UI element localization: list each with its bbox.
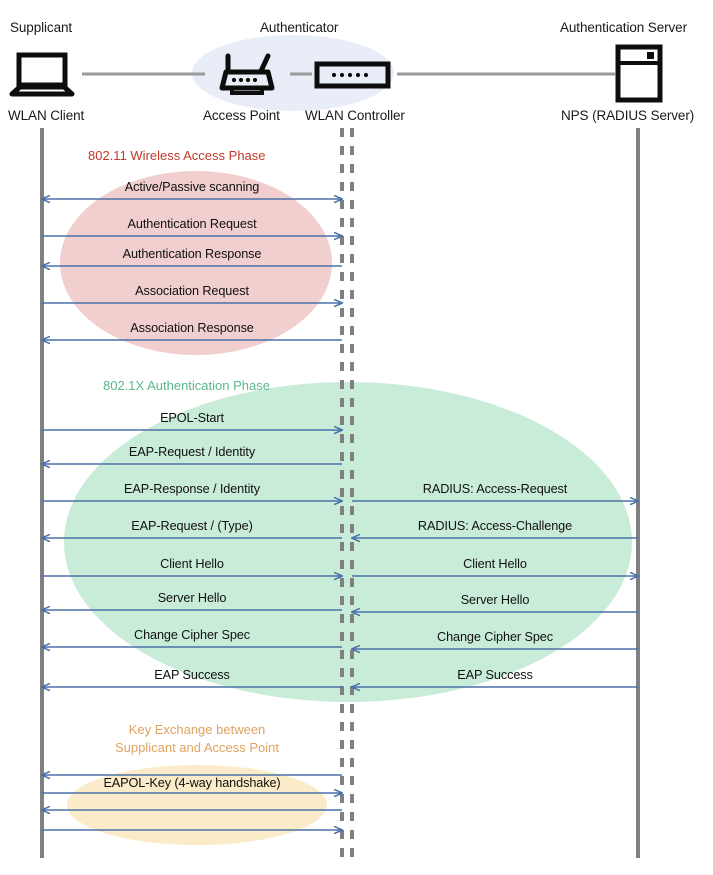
phase-ellipse-80211 bbox=[60, 171, 332, 355]
role-label-supplicant: Supplicant bbox=[10, 20, 73, 35]
phase-title-key-exchange-line1: Key Exchange between bbox=[128, 722, 266, 737]
wlan-controller-icon bbox=[314, 61, 391, 89]
msg-authentication-response-label: Authentication Response bbox=[122, 247, 262, 261]
phase-title-key-exchange: Key Exchange between Supplicant and Acce… bbox=[97, 721, 297, 757]
node-label-nps-radius-server: NPS (RADIUS Server) bbox=[561, 108, 695, 123]
msg-eap-response-identity-label: EAP-Response / Identity bbox=[124, 482, 260, 496]
role-label-authenticator: Authenticator bbox=[260, 20, 339, 35]
phase-ellipse-key-exchange bbox=[67, 765, 327, 845]
phase-title-8021x: 802.1X Authentication Phase bbox=[103, 378, 270, 393]
server-rack-icon bbox=[615, 44, 663, 103]
msg-eap-request-identity-label: EAP-Request / Identity bbox=[128, 445, 256, 459]
msg-eap-request-type-label: EAP-Request / (Type) bbox=[131, 519, 253, 533]
msg-epol-start-label: EPOL-Start bbox=[160, 411, 224, 425]
node-label-wlan-controller: WLAN Controller bbox=[305, 108, 405, 123]
msg-change-cipher-spec-right-label: Change Cipher Spec bbox=[437, 630, 553, 644]
msg-association-response-label: Association Response bbox=[130, 321, 254, 335]
msg-eap-success-right-label: EAP Success bbox=[457, 668, 533, 682]
node-label-access-point: Access Point bbox=[203, 108, 280, 123]
msg-radius-access-request-label: RADIUS: Access-Request bbox=[422, 482, 568, 496]
msg-client-hello-left-label: Client Hello bbox=[160, 557, 224, 571]
msg-eap-success-left-label: EAP Success bbox=[154, 668, 230, 682]
msg-association-request-label: Association Request bbox=[135, 284, 249, 298]
msg-server-hello-left-label: Server Hello bbox=[157, 591, 227, 605]
msg-client-hello-right-label: Client Hello bbox=[463, 557, 527, 571]
wireless-router-leds bbox=[231, 77, 258, 83]
phase-title-80211: 802.11 Wireless Access Phase bbox=[88, 148, 266, 163]
role-label-authentication-server: Authentication Server bbox=[560, 20, 687, 35]
msg-authentication-request-label: Authentication Request bbox=[127, 217, 257, 231]
msg-server-hello-right-label: Server Hello bbox=[460, 593, 530, 607]
message-arrows-authenticator-server bbox=[352, 501, 638, 687]
phase-ellipse-8021x bbox=[64, 382, 632, 702]
msg-active-passive-scanning-label: Active/Passive scanning bbox=[124, 180, 260, 194]
msg-radius-access-challenge-label: RADIUS: Access-Challenge bbox=[417, 519, 573, 533]
laptop-icon bbox=[9, 52, 75, 97]
phase-title-key-exchange-line2: Supplicant and Access Point bbox=[114, 740, 280, 755]
wireless-router-icon bbox=[219, 53, 275, 95]
msg-eapol-key-2-label: EAPOL-Key (4-way handshake) bbox=[103, 776, 281, 790]
message-arrows-supplicant-authenticator bbox=[42, 199, 342, 830]
node-label-wlan-client: WLAN Client bbox=[8, 108, 85, 123]
msg-change-cipher-spec-left-label: Change Cipher Spec bbox=[134, 628, 250, 642]
